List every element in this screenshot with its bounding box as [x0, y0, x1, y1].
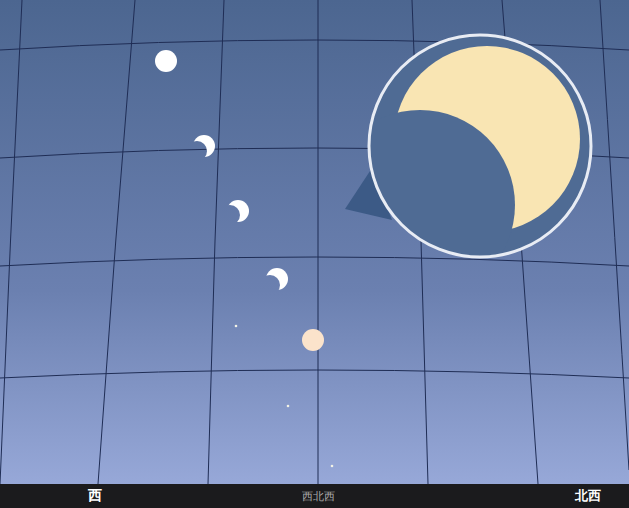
sun-crescent — [227, 200, 249, 222]
moon-shadow — [325, 110, 515, 300]
sky-ground — [0, 0, 629, 484]
eclipse-sequence — [155, 50, 324, 351]
sun-disc — [302, 329, 324, 351]
coordinate-grid — [0, 0, 629, 484]
magnified-callout — [325, 35, 591, 300]
sun-disc — [155, 50, 177, 72]
sun-crescent — [193, 135, 215, 157]
stars — [235, 325, 334, 468]
sun-crescent — [266, 268, 288, 290]
callout-border — [369, 35, 591, 257]
direction-label: 北西 — [575, 487, 601, 505]
horizon-bar — [0, 484, 629, 508]
direction-label: 西 — [88, 487, 102, 505]
direction-label: 西北西 — [302, 489, 335, 504]
